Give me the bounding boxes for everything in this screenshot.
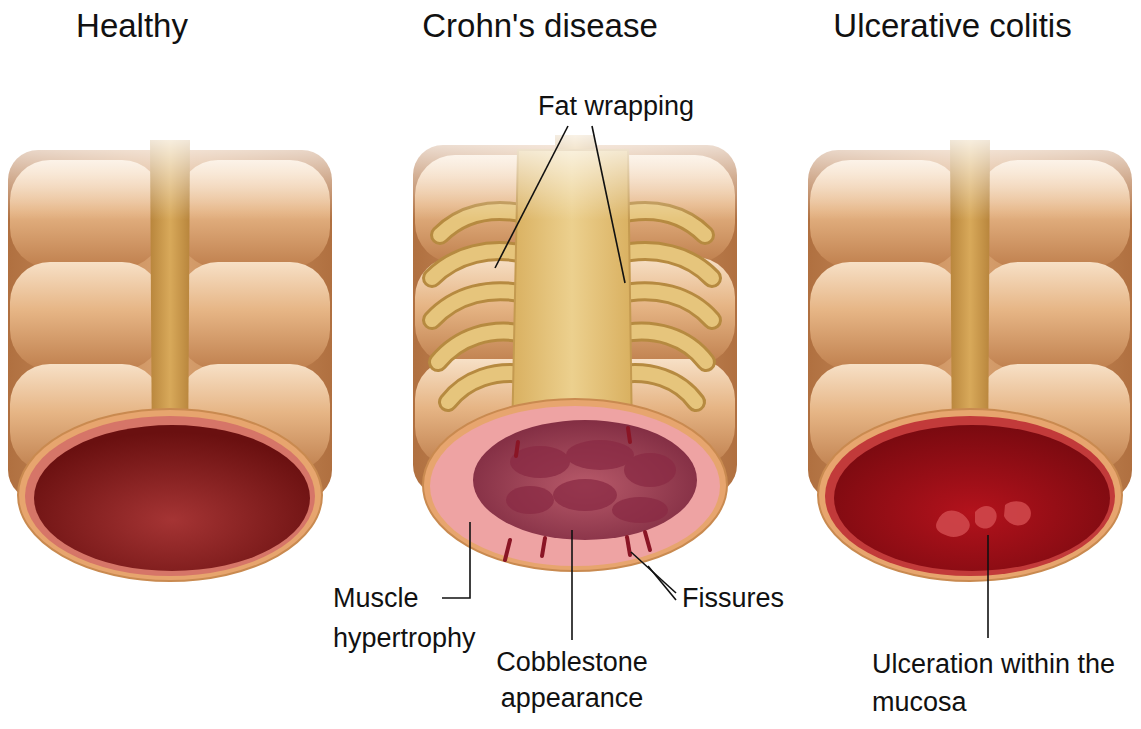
part-label: Muscle hypertrophy <box>333 578 501 658</box>
panel-title: Crohn's disease <box>380 6 700 46</box>
part-label: Cobblestone appearance <box>470 644 674 716</box>
cobblestones <box>506 440 676 523</box>
part-label: Fissures <box>682 580 812 616</box>
panel-title: Ulcerative colitis <box>780 6 1125 46</box>
ulcers <box>936 501 1031 537</box>
leader-lines <box>442 126 988 640</box>
fissures <box>505 428 650 560</box>
part-label: Ulceration within the mucosa <box>872 645 1122 721</box>
part-label: Fat wrapping <box>538 88 738 124</box>
panel-title: Healthy <box>32 6 232 46</box>
